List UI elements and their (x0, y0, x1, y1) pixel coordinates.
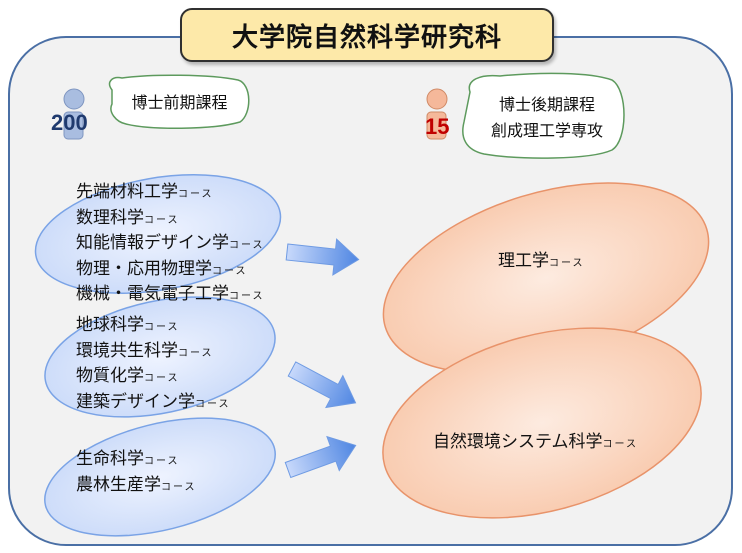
page-title: 大学院自然科学研究科 (180, 8, 554, 62)
course-item: 地球科学コース (76, 315, 180, 335)
doctor-course-2-ellipse (382, 327, 702, 519)
doctor-course-1-label: 理工学コース (498, 251, 585, 271)
doctor-label-line2: 創成理工学専攻 (490, 121, 603, 140)
master-group-3-list: 生命科学コース 農林生産学コース (76, 448, 197, 499)
master-callout (108, 74, 250, 130)
doctor-course-2-label: 自然環境システム科学コース (433, 432, 638, 452)
course-item: 機械・電気電子工学コース (76, 284, 265, 304)
doctor-callout (462, 72, 625, 159)
arrow-right-icon (285, 238, 360, 276)
course-item: 環境共生科学コース (76, 340, 214, 361)
master-group-3-ellipse (44, 417, 276, 537)
person-icon-orange (426, 88, 448, 140)
course-item: 数理科学コース (76, 207, 180, 228)
course-item: 生命科学コース (76, 449, 180, 469)
doctor-count: 15 (425, 114, 450, 139)
arrow-right-icon (287, 361, 357, 409)
arrow-right-icon (284, 435, 357, 479)
course-item: 物質化学コース (76, 366, 180, 386)
course-item: 農林生産学コース (76, 474, 197, 495)
person-icon-blue (63, 88, 85, 140)
course-item: 知能情報デザイン学コース (76, 233, 265, 253)
course-item: 建築デザイン学コース (76, 391, 231, 412)
master-group-2-list: 地球科学コース 環境共生科学コース 物質化学コース 建築デザイン学コース (76, 314, 231, 416)
doctor-label-line1: 博士後期課程 (498, 95, 595, 114)
course-item: 物理・応用物理学コース (76, 258, 248, 279)
master-label: 博士前期課程 (131, 93, 228, 112)
master-group-2-ellipse (44, 296, 276, 418)
master-count: 200 (51, 110, 88, 135)
course-item: 先端材料工学コース (76, 182, 214, 202)
master-group-1-ellipse (34, 174, 282, 294)
master-group-1-list: 先端材料工学コース 数理科学コース 知能情報デザイン学コース 物理・応用物理学コ… (76, 181, 265, 309)
